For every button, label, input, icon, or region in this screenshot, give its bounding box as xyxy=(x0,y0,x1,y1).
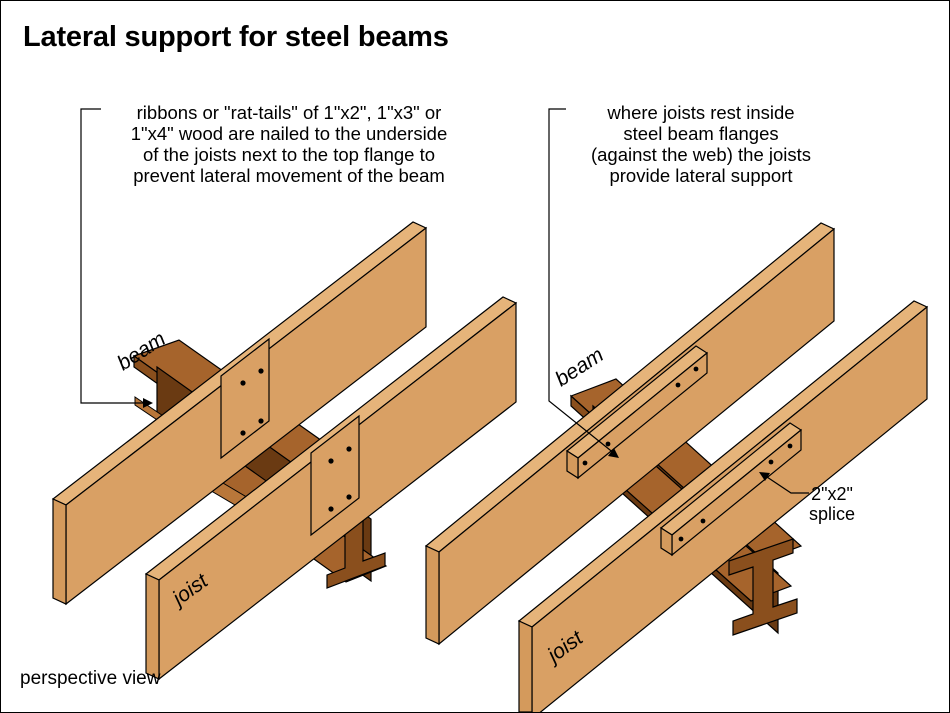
right-joist-back xyxy=(424,222,836,646)
left-joist-back-end xyxy=(52,498,67,605)
left-joist-front-end xyxy=(145,573,160,680)
right-joist-front xyxy=(517,300,929,712)
right-callout-text: where joists rest inside steel beam flan… xyxy=(551,102,851,186)
left-callout-line-3: of the joists next to the top flange to xyxy=(142,144,436,165)
right-callout-line-3: (against the web) the joists xyxy=(590,144,812,165)
right-callout-line-4: provide lateral support xyxy=(609,165,793,186)
left-callout-line-2: 1"x4" wood are nailed to the underside xyxy=(130,123,448,144)
right-joist-back-end xyxy=(425,545,440,645)
splice-leader-arrow xyxy=(759,472,770,481)
right-leader-arrow xyxy=(608,448,619,458)
left-leader-arrow xyxy=(143,398,153,408)
right-joist-front-end xyxy=(518,620,533,712)
left-back-nail-plate xyxy=(220,337,270,460)
diagram-title: Lateral support for steel beams xyxy=(23,21,449,53)
right-callout-line-1: where joists rest inside xyxy=(607,102,795,123)
left-joist-back xyxy=(51,221,428,606)
left-nail-holes xyxy=(240,368,352,512)
right-beam-label: beam xyxy=(551,343,608,391)
right-splice-back xyxy=(565,345,709,480)
left-joist-front xyxy=(144,296,518,681)
view-caption: perspective view xyxy=(20,668,161,689)
splice-label: 2"x2" splice xyxy=(809,484,855,524)
right-leader-line xyxy=(548,108,616,455)
left-callout-text: ribbons or "rat-tails" of 1"x2", 1"x3" o… xyxy=(89,102,489,186)
right-assembly: beam joist xyxy=(424,108,929,712)
right-beam-end-profile xyxy=(728,538,798,636)
splice-label-line-2: splice xyxy=(809,504,856,524)
splice-label-line-1: 2"x2" xyxy=(811,484,853,504)
left-callout-line-4: prevent lateral movement of the beam xyxy=(133,165,445,186)
left-assembly: beam joist xyxy=(51,108,518,681)
right-nail-holes xyxy=(582,366,793,542)
right-callout-line-2: steel beam flanges xyxy=(623,123,779,144)
right-splice-back-end xyxy=(566,449,579,480)
splice-leader-line xyxy=(763,474,809,494)
left-callout-line-1: ribbons or "rat-tails" of 1"x2", 1"x3" o… xyxy=(136,102,442,123)
left-leader-line xyxy=(80,108,149,404)
right-splice-front-end xyxy=(660,526,673,557)
left-front-nail-plate xyxy=(310,414,360,537)
